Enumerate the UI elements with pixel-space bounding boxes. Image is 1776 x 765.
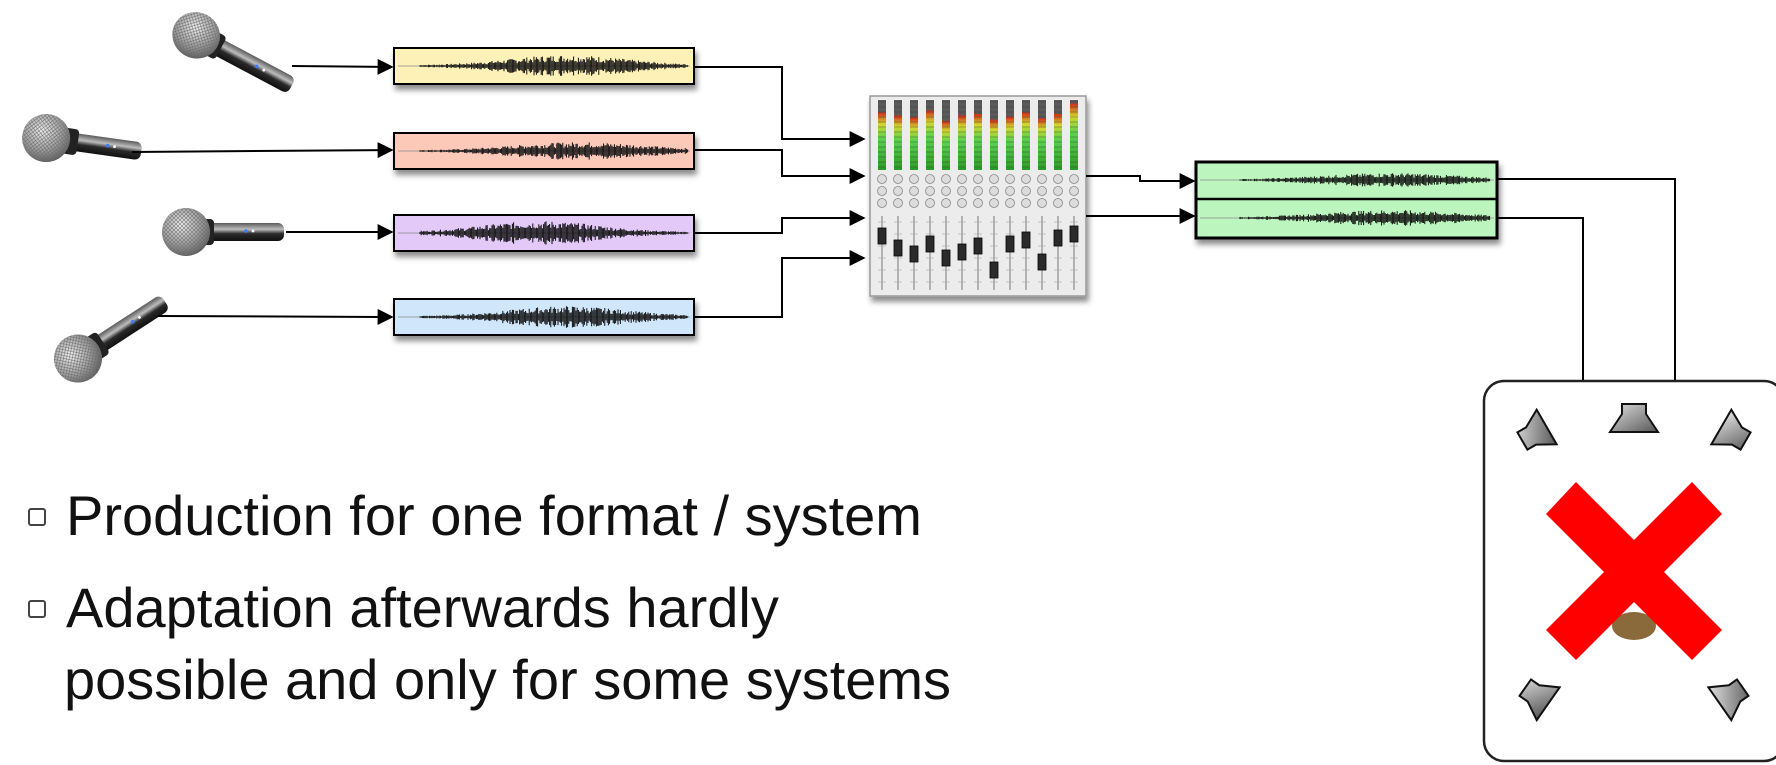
connector-out-1 [1086,173,1196,189]
microphone-icon-1 [172,12,294,92]
connector-speaker-1 [1498,178,1676,384]
bullet-item-1: Production for one format / system [22,480,951,552]
mixing-console-icon [869,95,1087,297]
connector-speaker-2 [1498,217,1584,384]
red-cross-icon [1546,482,1722,660]
loudspeaker-icon-center [1608,403,1660,433]
loudspeaker-icon-rear-right [1706,678,1750,723]
input-tracks [393,47,695,336]
mixer-channel-strip [909,100,919,290]
mixer-channel-strip [941,100,951,290]
mixer-channel-strip [957,100,967,290]
connector-track-4 [694,250,866,318]
connector-track-1 [694,66,866,147]
speaker-connectors [1498,178,1676,384]
bullet-list: Production for one format / system Adapt… [22,480,951,716]
connector-mic-2 [131,142,394,159]
connector-track-2 [694,149,866,184]
bullet-text: Production for one format / system [66,484,922,547]
loudspeaker-icon-front-left [1516,407,1559,452]
output-tracks [1194,160,1499,240]
connector-track-3 [694,210,866,234]
audio-track-2 [393,132,695,170]
connector-mic-1 [291,58,394,75]
stereo-output-track [1194,160,1499,240]
mixer-channel-strip [925,100,935,290]
mixer-channel-strip [1069,100,1079,290]
microphone-icon-3 [162,208,284,256]
audio-track-3 [393,214,695,252]
microphone-icon-4 [53,296,168,383]
mixer-channel-strip [893,100,903,290]
mixer-connectors [694,66,866,318]
bullet-marker [28,600,46,618]
audio-track-1 [393,47,695,85]
microphone-icon-2 [22,114,142,163]
connector-mic-4 [157,308,394,325]
mixer-channel-strip [1005,100,1015,290]
bullet-item-2: Adaptation afterwards hardly possible an… [22,572,951,716]
audio-track-4 [393,298,695,336]
loudspeaker-icon-rear-left [1518,678,1562,723]
mixer-channel-strip [1037,100,1047,290]
mixer-channel-strip [1053,100,1063,290]
bullet-text-line-1: Adaptation afterwards hardly [66,576,779,639]
bullet-marker [28,508,46,526]
bullet-text-line-2: possible and only for some systems [64,648,952,711]
mixer-channel-strip [877,100,887,290]
output-connectors [1086,173,1196,224]
input-connectors [131,58,394,325]
mixer-channel-strip [973,100,983,290]
mixer-channel-strip [1021,100,1031,290]
speaker-layout [1482,379,1776,763]
mixer-channel-strip [989,100,999,290]
loudspeaker-icon-front-right [1709,407,1752,452]
